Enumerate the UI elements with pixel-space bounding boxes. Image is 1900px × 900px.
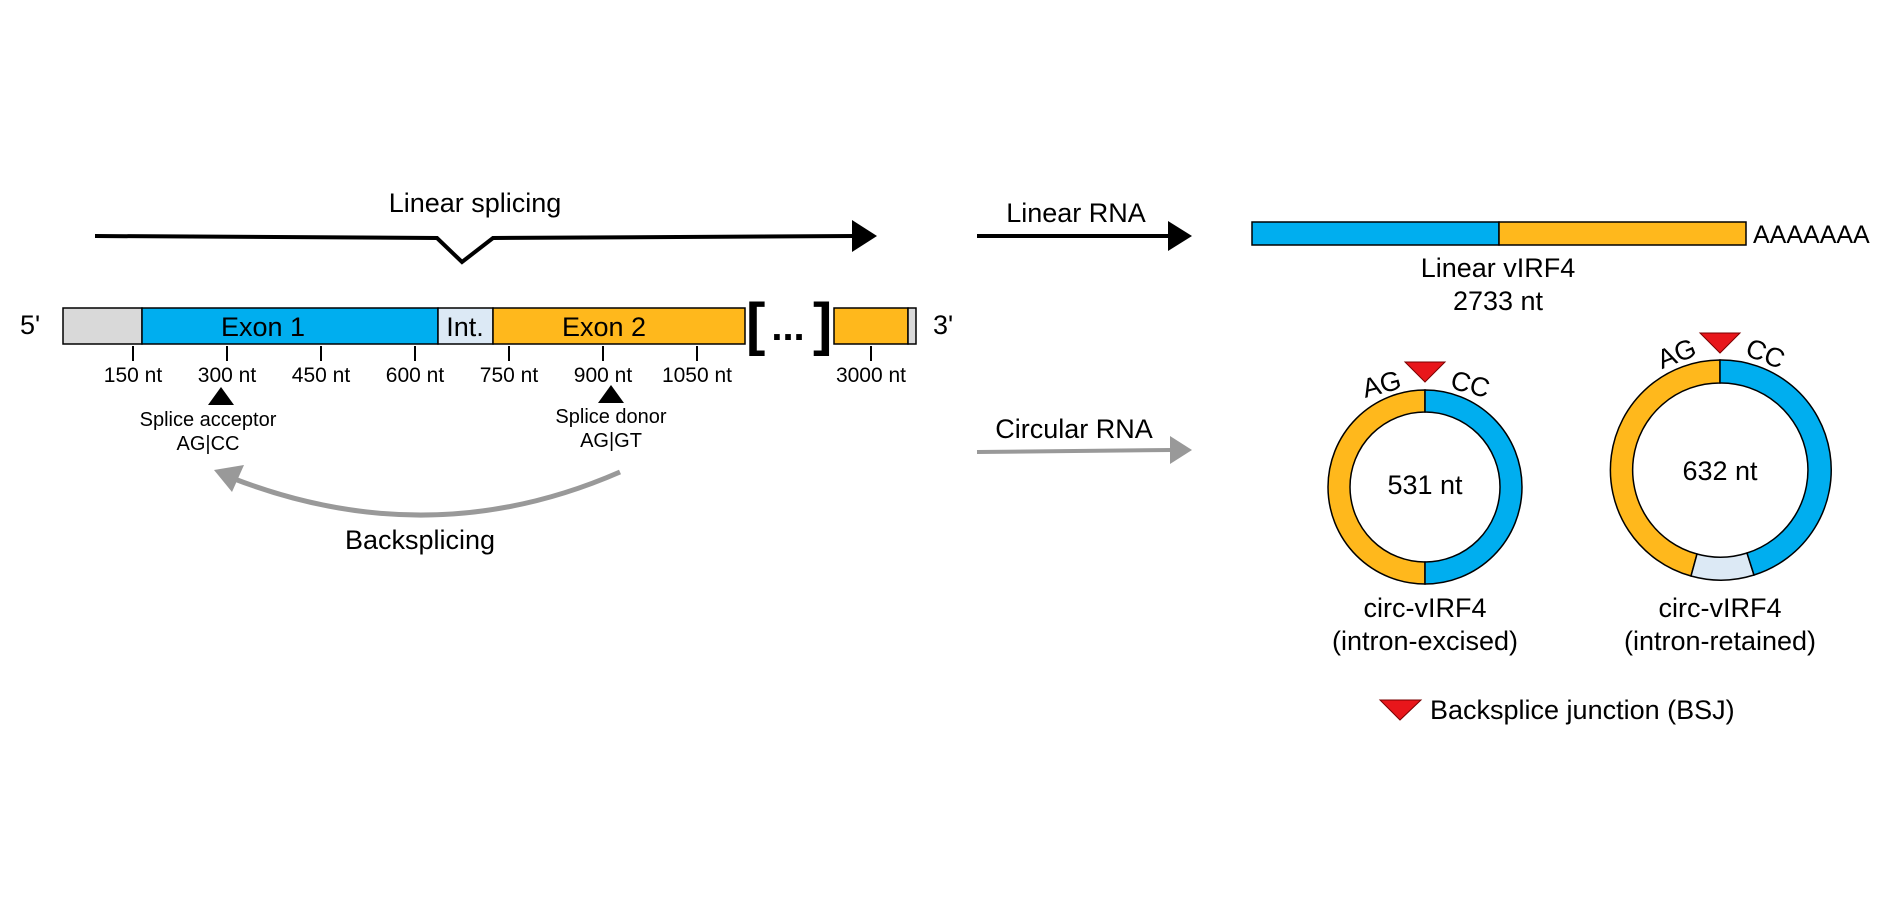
circ2-intron-arc — [1690, 552, 1755, 581]
circ1-name: circ-vIRF4 — [1364, 593, 1487, 623]
circ2-variant: (intron-retained) — [1624, 626, 1816, 656]
linear-blue-segment — [1251, 221, 1500, 246]
tick-label: 750 nt — [480, 364, 539, 387]
gap-bracket-open: [ — [746, 292, 765, 357]
linear-splicing-arrow — [94, 220, 877, 265]
legend: Backsplice junction (BSJ) — [1378, 695, 1735, 725]
legend-bsj-label: Backsplice junction (BSJ) — [1430, 695, 1735, 725]
circ1-yellow-arc — [1327, 389, 1426, 585]
five-prime-label: 5' — [20, 310, 40, 340]
circular-rna-label: Circular RNA — [995, 414, 1153, 444]
exon2-segment — [492, 307, 746, 345]
circ2-length: 632 nt — [1682, 456, 1758, 486]
intron-segment — [437, 307, 494, 345]
backsplicing-label: Backsplicing — [345, 525, 495, 555]
circ2-blue-arc — [1719, 359, 1832, 576]
exon1-segment — [141, 307, 439, 345]
exon1-label: Exon 1 — [221, 312, 305, 342]
position-ticks — [132, 346, 872, 361]
tick-label: 450 nt — [292, 364, 351, 387]
tick-label: 300 nt — [198, 364, 257, 387]
linear-virf4-bar — [1251, 221, 1747, 246]
three-prime-label: 3' — [933, 310, 953, 340]
circular-rna-arrowhead — [1170, 436, 1192, 464]
circ1-blue-arc — [1424, 389, 1523, 585]
utr-5-segment — [62, 307, 143, 345]
gene-bar — [62, 307, 917, 345]
splice-acceptor-seq: AG|CC — [177, 433, 240, 455]
linear-rna-arrowhead — [1168, 221, 1192, 251]
gap-bracket-close: ] — [813, 292, 832, 357]
last-exon-segment — [833, 307, 909, 345]
backsplicing-arrow — [214, 465, 621, 518]
linear-splicing-label: Linear splicing — [389, 188, 562, 218]
tick-label: 3000 nt — [836, 364, 906, 387]
splice-donor-seq: AG|GT — [580, 430, 642, 452]
splice-acceptor-title: Splice acceptor — [140, 409, 277, 431]
splice-donor-triangle-icon — [598, 385, 624, 403]
polya-tail: AAAAAAA — [1753, 221, 1870, 249]
linear-rna-arrow — [977, 221, 1192, 251]
gap-ellipsis: ... — [771, 305, 804, 349]
splice-donor-title: Splice donor — [555, 406, 667, 428]
linear-yellow-segment — [1498, 221, 1747, 246]
splice-acceptor-triangle-icon — [208, 387, 234, 405]
tick-label: 1050 nt — [662, 364, 732, 387]
utr-3-segment — [907, 307, 917, 345]
tick-label: 600 nt — [386, 364, 445, 387]
circ1-variant: (intron-excised) — [1332, 626, 1518, 656]
tick-labels: 150 nt 300 nt 450 nt 600 nt 750 nt 900 n… — [104, 364, 906, 387]
bsj-marker-icon — [1403, 361, 1447, 383]
tick-label: 150 nt — [104, 364, 163, 387]
tick-label: 900 nt — [574, 364, 633, 387]
circ2-name: circ-vIRF4 — [1659, 593, 1782, 623]
linear-virf4-name: Linear vIRF4 — [1421, 253, 1576, 283]
linear-splicing-arrowhead — [852, 220, 877, 252]
backsplicing-arrowhead — [214, 465, 244, 492]
circ1-length: 531 nt — [1387, 470, 1463, 500]
bsj-marker-icon — [1698, 332, 1742, 354]
exon2-label: Exon 2 — [562, 312, 646, 342]
linear-rna-label: Linear RNA — [1006, 198, 1146, 228]
intron-label: Int. — [446, 312, 484, 342]
circ-intron-retained: AG CC 632 nt circ-vIRF4 (intron-retained… — [1609, 332, 1832, 656]
linear-virf4-length: 2733 nt — [1453, 286, 1544, 316]
circular-rna-arrow — [976, 436, 1192, 464]
legend-bsj-marker-icon — [1378, 699, 1423, 721]
circ-intron-excised: AG CC 531 nt circ-vIRF4 (intron-excised) — [1327, 361, 1523, 656]
